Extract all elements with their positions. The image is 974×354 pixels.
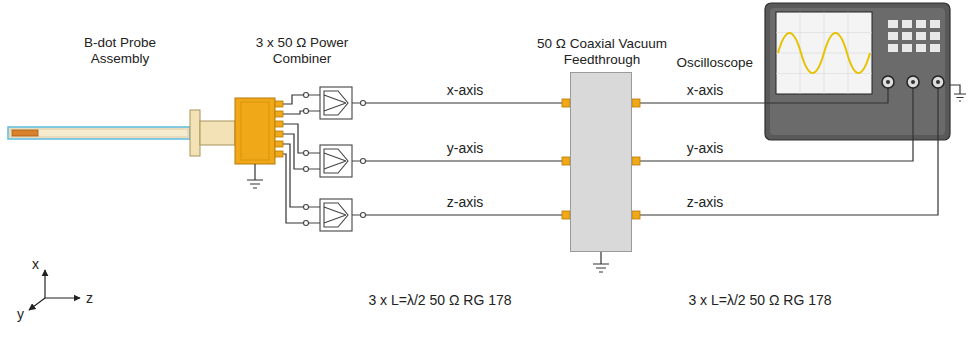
probe-wire — [283, 124, 303, 153]
axis-triad — [29, 270, 80, 310]
probe-wire — [283, 95, 303, 104]
vacuum-feedthrough: 50 Ω Coaxial Vacuum Feedthrough — [570, 72, 632, 252]
coax-cable — [632, 102, 765, 103]
coax-cable — [366, 160, 570, 161]
probe-illustration — [8, 98, 283, 164]
cable-label: x-axis — [685, 82, 726, 98]
node-heading: B-dot Probe Assembly — [70, 35, 170, 67]
axis-letter: z — [86, 290, 93, 306]
cable-note: 3 x L=λ/2 50 Ω RG 178 — [368, 292, 511, 308]
coax-cable — [632, 140, 913, 161]
cable-label: x-axis — [445, 82, 486, 98]
power-combiner-symbol — [304, 87, 366, 119]
cable-label: y-axis — [445, 140, 486, 156]
cable-label: z-axis — [685, 194, 726, 210]
ground-symbol — [950, 85, 966, 101]
probe-wire — [283, 111, 303, 114]
axis-letter: x — [32, 256, 39, 272]
cable-label: y-axis — [685, 140, 726, 156]
coax-cable — [632, 140, 938, 215]
ground-symbol — [593, 252, 609, 272]
coax-cable — [366, 214, 570, 215]
cable-label: z-axis — [445, 194, 486, 210]
probe-wire — [283, 154, 303, 223]
node-heading: 50 Ω Coaxial Vacuum Feedthrough — [527, 36, 677, 68]
oscilloscope-illustration — [765, 3, 950, 140]
ground-symbol — [247, 164, 263, 188]
coax-cable — [366, 102, 570, 103]
cable-note: 3 x L=λ/2 50 Ω RG 178 — [688, 292, 831, 308]
axis-letter: y — [17, 306, 24, 322]
node-heading: 3 x 50 Ω Power Combiner — [247, 35, 357, 67]
oscilloscope: Oscilloscope — [765, 3, 950, 140]
power-combiner-symbol — [304, 199, 366, 231]
node-heading: Oscilloscope — [676, 55, 753, 71]
power-combiner-symbol — [304, 145, 366, 177]
probe-assembly: B-dot Probe Assembly — [8, 95, 283, 170]
power-combiner-group: 3 x 50 Ω Power Combiner — [303, 72, 366, 240]
